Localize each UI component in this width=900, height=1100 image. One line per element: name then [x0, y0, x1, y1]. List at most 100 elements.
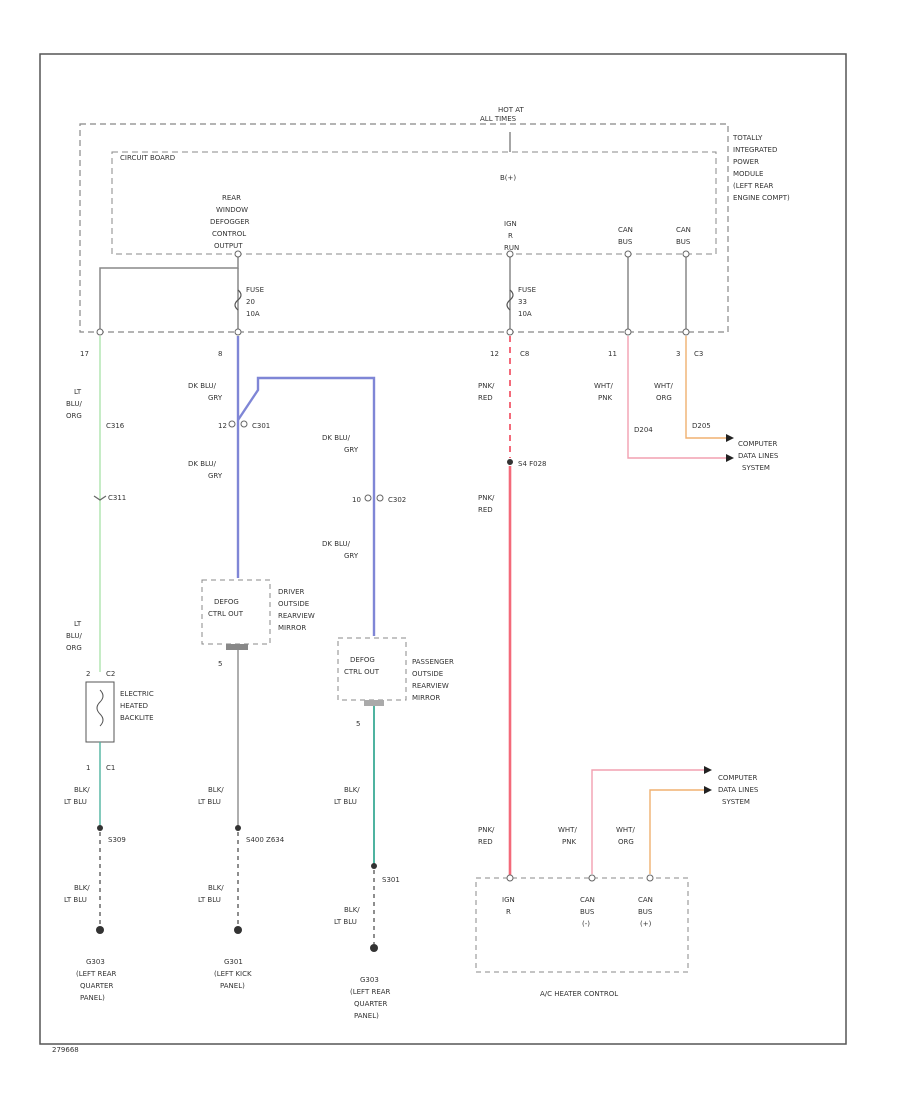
cb2-line-0: CAN	[676, 226, 691, 234]
g1-line-1: (LEFT REAR	[76, 970, 117, 978]
rdo-line-3: CONTROL	[212, 230, 246, 238]
module-name: TOTALLY INTEGRATED POWER MODULE (LEFT RE…	[732, 134, 790, 202]
c302-dot-right	[376, 494, 384, 502]
ac-ign-label: IGN R	[502, 896, 515, 916]
pm-line-3: MIRROR	[412, 694, 440, 702]
wire-label-lt-blu-org-top: LT BLU/ ORG	[66, 388, 82, 420]
wire-label-pnk-red-3: PNK/ RED	[478, 826, 495, 846]
bl1-line-1: LT BLU	[64, 798, 87, 806]
fuse2-line-2: 10A	[518, 310, 532, 318]
ach-line-0: CAN	[638, 896, 653, 904]
ground-g301	[234, 926, 242, 934]
g3-line-0: G303	[360, 976, 379, 984]
c311-label: C311	[108, 494, 126, 502]
cd1-line-2: SYSTEM	[742, 464, 770, 472]
dbg1-line-0: DK BLU/	[188, 382, 217, 390]
lbo2-line-0: LT	[74, 620, 82, 628]
ac-canbus-lo-terminal	[588, 874, 596, 882]
c8-label: C8	[520, 350, 529, 358]
ac-canbus-hi-terminal	[646, 874, 654, 882]
module-line-2: POWER	[733, 158, 759, 166]
arrow-computer-data-2a	[704, 766, 712, 774]
cd2-line-1: DATA LINES	[718, 786, 759, 794]
circuit-board-label: CIRCUIT BOARD	[120, 154, 175, 162]
pr1-line-0: PNK/	[478, 382, 495, 390]
wire-label-lt-blu-org-bot: LT BLU/ ORG	[66, 620, 82, 652]
dm-box-line-0: DEFOG	[214, 598, 239, 606]
ground-g303-a-label: G303 (LEFT REAR QUARTER PANEL)	[76, 958, 117, 1002]
wo2-line-1: ORG	[618, 838, 634, 846]
pin-12-label: 12	[490, 350, 499, 358]
s309-label: S309	[108, 836, 126, 844]
rdo-line-1: WINDOW	[216, 206, 248, 214]
module-line-5: ENGINE COMPT)	[733, 194, 790, 202]
wire-label-blk-lt-blu-1: BLK/ LT BLU	[64, 786, 90, 806]
bl3-line-0: BLK/	[208, 786, 224, 794]
fuse-33: FUSE 33 10A	[506, 286, 536, 318]
wire-wht-org-ac	[649, 789, 704, 874]
rdo-terminal	[234, 250, 242, 258]
pm-line-1: OUTSIDE	[412, 670, 443, 678]
pm-box-line-1: CTRL OUT	[344, 668, 380, 676]
backlite-p1: 1	[86, 764, 90, 772]
c301-dot-left	[228, 420, 236, 428]
rdo-line-0: REAR	[222, 194, 241, 202]
lbo1-line-1: BLU/	[66, 400, 82, 408]
splice-s400	[235, 825, 241, 831]
ground-g301-label: G301 (LEFT KICK PANEL)	[214, 958, 252, 990]
pin-11-terminal	[624, 328, 632, 336]
computer-data-lines-2-label: COMPUTER DATA LINES SYSTEM	[718, 774, 759, 806]
wire-label-blk-lt-blu-6: BLK/ LT BLU	[334, 906, 360, 926]
lbo1-line-0: LT	[74, 388, 82, 396]
backlite-c2: C2	[106, 670, 115, 678]
pr2-line-1: RED	[478, 506, 493, 514]
pass-mirror-gnd-terminal	[364, 700, 384, 706]
pr1-line-1: RED	[478, 394, 493, 402]
bl3-line-1: LT BLU	[198, 798, 221, 806]
g1-line-3: PANEL)	[80, 994, 105, 1002]
wire-label-blk-lt-blu-3: BLK/ LT BLU	[198, 786, 224, 806]
splice-s301	[371, 863, 377, 869]
bl4-line-0: BLK/	[208, 884, 224, 892]
aci-line-0: IGN	[502, 896, 515, 904]
ground-g303-b-label: G303 (LEFT REAR QUARTER PANEL)	[350, 976, 391, 1020]
c301-label: C301	[252, 422, 270, 430]
cd2-line-0: COMPUTER	[718, 774, 757, 782]
backlite-line-0: ELECTRIC	[120, 690, 154, 698]
tipm-connector-pins	[96, 250, 690, 336]
lbo1-line-2: ORG	[66, 412, 82, 420]
dbg4-line-0: DK BLU/	[322, 540, 351, 548]
backlite-body	[85, 681, 115, 743]
wire-label-pnk-red-2: PNK/ RED	[478, 494, 495, 514]
ground-g303-b	[370, 944, 378, 952]
circuit-board-boundary	[111, 151, 717, 255]
wp1-line-1: PNK	[598, 394, 612, 402]
wo1-line-0: WHT/	[654, 382, 673, 390]
bl6-line-1: LT BLU	[334, 918, 357, 926]
wire-wht-pnk-tipm	[627, 336, 726, 459]
g2-line-1: (LEFT KICK	[214, 970, 252, 978]
fuse2-line-0: FUSE	[518, 286, 536, 294]
ign-run-label: IGN R RUN	[504, 220, 519, 252]
bl5-line-1: LT BLU	[334, 798, 357, 806]
pin-17-terminal	[96, 328, 104, 336]
module-line-4: (LEFT REAR	[733, 182, 774, 190]
acl-line-1: BUS	[580, 908, 595, 916]
g3-line-1: (LEFT REAR	[350, 988, 391, 996]
arrow-computer-data-2b	[704, 786, 712, 794]
fuse1-line-0: FUSE	[246, 286, 264, 294]
ach-line-2: (+)	[640, 920, 652, 928]
wp1-line-0: WHT/	[594, 382, 613, 390]
dm-line-3: MIRROR	[278, 624, 306, 632]
wire-wht-pnk-ac	[591, 769, 704, 874]
wire-label-wht-org-1: WHT/ ORG	[654, 382, 673, 402]
ign-terminal	[506, 250, 514, 258]
dbg2-line-0: DK BLU/	[188, 460, 217, 468]
connector-c301: 12 C301	[218, 420, 270, 430]
dm-line-2: REARVIEW	[278, 612, 315, 620]
module-line-1: INTEGRATED	[733, 146, 777, 154]
diagram-code: 279668	[52, 1046, 79, 1054]
cb1-line-1: BUS	[618, 238, 633, 246]
all-times-label: ALL TIMES	[480, 115, 517, 123]
hot-at-label: HOT AT	[498, 106, 525, 114]
